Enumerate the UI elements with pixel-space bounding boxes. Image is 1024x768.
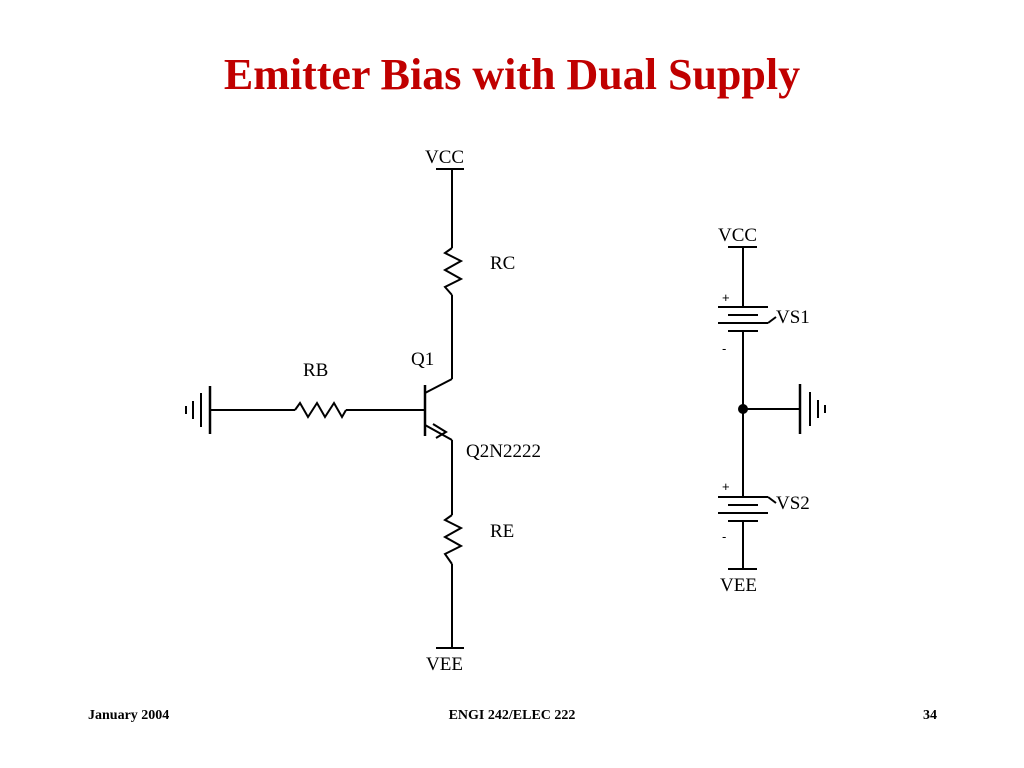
ground-icon xyxy=(185,386,212,434)
rb-label: RB xyxy=(303,360,328,381)
emitter-lead xyxy=(424,424,453,441)
vs2-battery-icon xyxy=(718,496,777,522)
vs2-label: VS2 xyxy=(776,493,810,514)
vs1-label: VS1 xyxy=(776,307,810,328)
vee-label: VEE xyxy=(426,654,463,675)
vs2-minus-label: - xyxy=(722,529,726,544)
supply-vcc-label: VCC xyxy=(718,225,757,246)
dual-supply-circuit xyxy=(718,246,826,570)
vs1-minus-label: - xyxy=(722,341,726,356)
vcc-label: VCC xyxy=(425,147,464,168)
vs1-plus-label: + xyxy=(722,290,730,305)
ground-icon-supply xyxy=(798,384,826,434)
re-label: RE xyxy=(490,521,514,542)
footer-date: January 2004 xyxy=(88,708,170,723)
re-resistor xyxy=(442,514,464,565)
supply-vee-label: VEE xyxy=(720,575,757,596)
slide-title: Emitter Bias with Dual Supply xyxy=(223,50,801,99)
rb-resistor xyxy=(294,401,347,420)
emitter-bias-circuit xyxy=(185,168,464,649)
footer-course: ENGI 242/ELEC 222 xyxy=(448,708,576,723)
vs1-battery-icon xyxy=(718,306,777,332)
q1-label: Q1 xyxy=(411,349,434,370)
transistor-model-label: Q2N2222 xyxy=(466,441,541,462)
collector-lead xyxy=(424,378,453,394)
vs2-plus-label: + xyxy=(722,479,730,494)
rc-resistor xyxy=(442,247,464,296)
emitter-arrow xyxy=(432,423,448,439)
rc-label: RC xyxy=(490,253,515,274)
footer-page-number: 34 xyxy=(923,708,937,723)
